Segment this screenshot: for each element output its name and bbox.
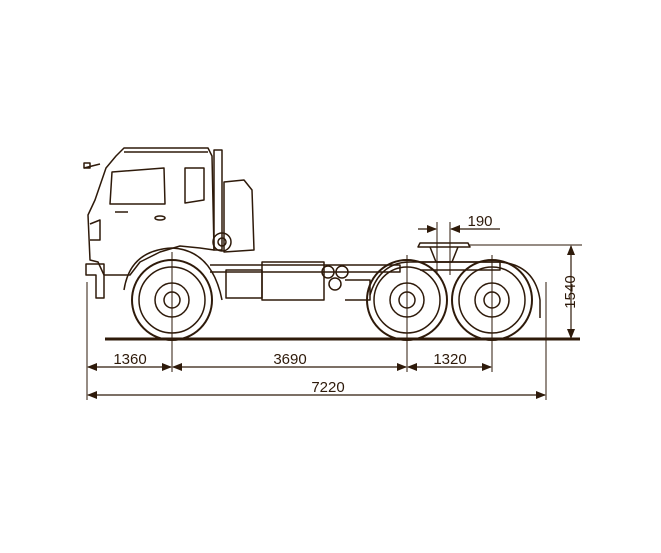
cab — [83, 147, 215, 299]
rear-axle-spacing-label: 1320 — [433, 351, 466, 368]
fifth-wheel — [417, 242, 501, 271]
air-intake — [212, 149, 255, 253]
front-fender — [123, 247, 223, 301]
rear-fender — [369, 261, 541, 318]
extension-lines — [86, 222, 582, 400]
overall-length-label: 7220 — [311, 379, 344, 396]
chassis-frame — [210, 261, 401, 301]
fifth-wheel-height-label: 1540 — [562, 275, 579, 308]
front-overhang-label: 1360 — [113, 351, 146, 368]
fifth-wheel-offset-label: 190 — [467, 213, 492, 230]
wheelbase-label: 3690 — [273, 351, 306, 368]
